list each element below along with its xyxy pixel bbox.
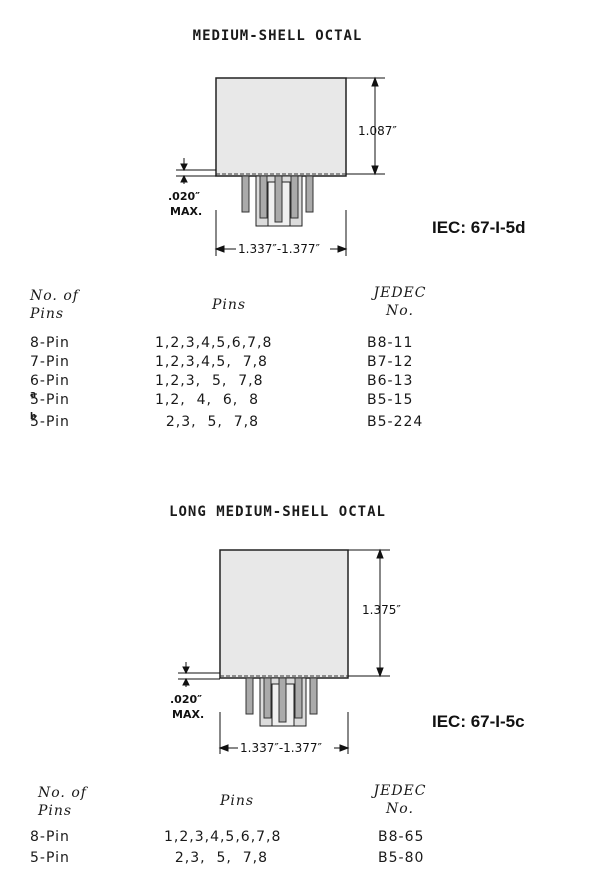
height-dimension (348, 548, 390, 678)
header-count-line-1: No. of (30, 288, 79, 304)
section-1-iec-label: IEC: 67-I-5d (432, 218, 526, 237)
row-pins: 1,2,3,4,5,6,7,8 (155, 335, 273, 351)
row-name: 5-Pin (30, 414, 70, 430)
section-2-header-pins: Pins (220, 793, 255, 809)
long-medium-shell-octal-drawing: 1.375″ .020″ MAX. 1.337″-1.377″ (170, 548, 401, 755)
section-1-header-pins: Pins (212, 297, 247, 313)
row-pins: 1,2,3, 5, 7,8 (155, 373, 264, 389)
header-count-line-2: Pins (38, 803, 73, 819)
header-jedec-line-2: No. (386, 303, 414, 319)
shell-body (219, 549, 349, 679)
medium-shell-octal-drawing: 1.087″ .020″ MAX. 1.337″-1.377″ (168, 76, 397, 256)
table-row: 6-Pin 1,2,3, 5, 7,8 B6-13 (0, 373, 605, 394)
row-sup: b (30, 412, 38, 422)
row-pins: 1,2, 4, 6, 8 (155, 392, 260, 408)
section-1-header-count: No. of Pins (30, 287, 79, 323)
table-row: 7-Pin 1,2,3,4,5, 7,8 B7-12 (0, 354, 605, 375)
section-1-header-jedec: JEDEC No. (370, 284, 430, 320)
height-label: 1.375″ (362, 603, 401, 617)
gap-label-max: MAX. (172, 708, 204, 721)
row-pins: 2,3, 5, 7,8 (155, 414, 260, 430)
row-name: 8-Pin (30, 829, 70, 845)
row-name: 5-Pin (30, 850, 70, 866)
section-1-title: MEDIUM-SHELL OCTAL (192, 28, 363, 44)
gap-label: .020″ (168, 190, 200, 203)
gap-dimension (178, 662, 220, 687)
row-sup: a (30, 390, 38, 400)
width-dimension (214, 210, 348, 256)
gap-label: .020″ (170, 693, 202, 706)
row-jedec: B8-65 (378, 829, 425, 845)
table-row: 8-Pin 1,2,3,4,5,6,7,8 B8-11 (0, 335, 605, 356)
height-dimension (346, 76, 385, 176)
row-jedec: B5-80 (378, 850, 425, 866)
row-pins: 1,2,3,4,5, 7,8 (155, 354, 268, 370)
header-jedec-line-1: JEDEC (373, 285, 427, 301)
pins (241, 175, 314, 223)
width-label: 1.337″-1.377″ (238, 242, 321, 256)
row-jedec: B6-13 (367, 373, 414, 389)
section-2-iec-label: IEC: 67-I-5c (432, 712, 525, 731)
gap-dimension (176, 158, 216, 184)
table-row: 8-Pin 1,2,3,4,5,6,7,8 B8-65 (0, 829, 605, 850)
row-name: 5-Pin (30, 392, 70, 408)
section-2-header-jedec: JEDEC No. (370, 782, 430, 818)
section-2-title: LONG MEDIUM-SHELL OCTAL (169, 504, 386, 520)
row-jedec: B5-224 (367, 414, 424, 430)
row-pins: 1,2,3,4,5,6,7,8 (164, 829, 282, 845)
header-count-line-2: Pins (30, 306, 65, 322)
width-dimension (218, 712, 350, 754)
section-2-header-count: No. of Pins (38, 784, 87, 820)
row-name: 7-Pin (30, 354, 70, 370)
row-name: 6-Pin (30, 373, 70, 389)
height-label: 1.087″ (358, 124, 397, 138)
header-count-line-1: No. of (38, 785, 87, 801)
row-jedec: B7-12 (367, 354, 414, 370)
row-pins: 2,3, 5, 7,8 (164, 850, 269, 866)
shell-body (215, 77, 347, 177)
row-name: 8-Pin (30, 335, 70, 351)
row-jedec: B5-15 (367, 392, 414, 408)
pins (245, 677, 318, 723)
width-label: 1.337″-1.377″ (240, 741, 323, 755)
header-jedec-line-2: No. (386, 801, 414, 817)
gap-label-max: MAX. (170, 205, 202, 218)
row-jedec: B8-11 (367, 335, 414, 351)
table-row: 5-Pin 2,3, 5, 7,8 B5-80 (0, 850, 605, 871)
header-jedec-line-1: JEDEC (373, 783, 427, 799)
